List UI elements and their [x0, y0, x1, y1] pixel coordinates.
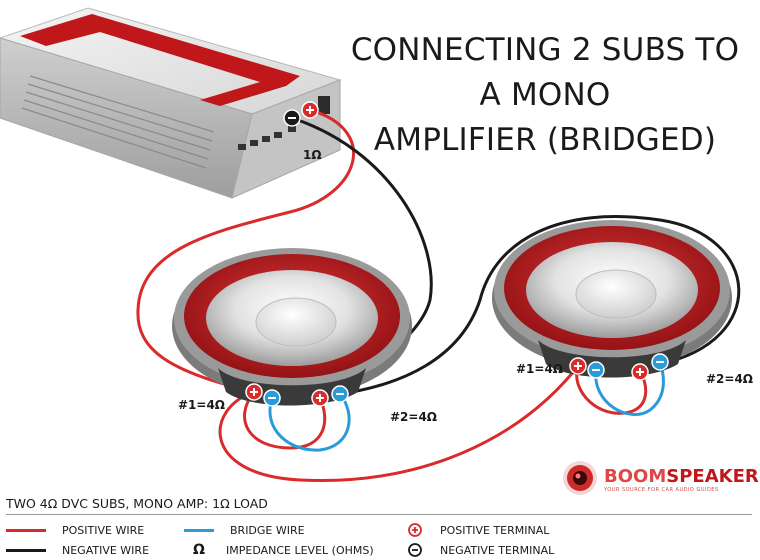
- bridge-wire-right-red: [575, 364, 648, 415]
- legend-negative-wire: NEGATIVE WIRE: [6, 542, 149, 558]
- legend-bridge-wire: BRIDGE WIRE: [184, 522, 305, 538]
- legend-impedance-label: IMPEDANCE LEVEL (OHMS): [226, 543, 374, 557]
- amp-load-label: 1Ω: [303, 148, 322, 162]
- subwoofer-left: [172, 248, 412, 406]
- caption: TWO 4Ω DVC SUBS, MONO AMP: 1Ω LOAD: [6, 496, 268, 511]
- bridge-wire-right-blue: [594, 360, 665, 416]
- minus-terminal-icon: [331, 385, 349, 403]
- positive-wire-swatch: [6, 528, 46, 532]
- brand-name: BOOMSPEAKER: [604, 466, 759, 487]
- legend-positive-wire-label: POSITIVE WIRE: [62, 523, 145, 537]
- legend-impedance: Ω IMPEDANCE LEVEL (OHMS): [188, 542, 374, 558]
- diagram-title: CONNECTING 2 SUBS TO A MONO AMPLIFIER (B…: [350, 28, 740, 163]
- legend-negative-terminal-label: NEGATIVE TERMINAL: [440, 543, 555, 557]
- positive-wire-left-to-right-sub: [218, 364, 580, 483]
- speaker-logo-icon: [563, 461, 597, 495]
- minus-terminal-icon: [283, 109, 301, 127]
- brand-name-part2: SPEAKER: [666, 466, 759, 487]
- left-sub-coil1-label: #1=4Ω: [178, 398, 226, 412]
- legend-negative-terminal: NEGATIVE TERMINAL: [408, 542, 554, 558]
- title-line-1: CONNECTING 2 SUBS TO: [350, 32, 740, 68]
- legend-divider: [6, 514, 752, 515]
- omega-icon: Ω: [193, 542, 205, 558]
- legend-negative-wire-label: NEGATIVE WIRE: [62, 543, 150, 557]
- bridge-wire-swatch: [184, 528, 214, 532]
- left-sub-coil2-label: #2=4Ω: [390, 410, 438, 424]
- amplifier-stripe: [20, 14, 300, 106]
- terminals: [245, 101, 669, 407]
- plus-terminal-icon: [245, 383, 263, 401]
- brand-name-part1: BOOM: [604, 466, 667, 487]
- brand-tagline: YOUR SOURCE FOR CAR AUDIO GUIDES: [604, 487, 719, 493]
- bridge-wire-left-red: [243, 390, 327, 450]
- plus-terminal-icon: [631, 363, 649, 381]
- legend: POSITIVE WIRE NEGATIVE WIRE BRIDGE WIRE …: [0, 520, 760, 560]
- negative-wire-swatch: [6, 548, 46, 552]
- title-line-3: AMPLIFIER (BRIDGED): [373, 122, 717, 158]
- legend-bridge-wire-label: BRIDGE WIRE: [230, 523, 305, 537]
- title-line-2: A MONO: [479, 77, 611, 113]
- minus-terminal-icon: [408, 543, 422, 557]
- amplifier-controls: [238, 96, 330, 150]
- right-sub-coil1-label: #1=4Ω: [516, 362, 564, 376]
- plus-terminal-icon: [301, 101, 319, 119]
- bridge-wire-left-blue: [268, 392, 351, 452]
- minus-terminal-icon: [651, 353, 669, 371]
- brand-logo: BOOMSPEAKER YOUR SOURCE FOR CAR AUDIO GU…: [558, 460, 759, 496]
- plus-terminal-icon: [408, 523, 422, 537]
- amplifier-fins: [21, 75, 215, 169]
- legend-positive-terminal: POSITIVE TERMINAL: [408, 522, 549, 538]
- legend-positive-terminal-label: POSITIVE TERMINAL: [440, 523, 550, 537]
- subwoofer-right: [492, 220, 732, 378]
- minus-terminal-icon: [587, 361, 605, 379]
- right-sub-coil2-label: #2=4Ω: [706, 372, 754, 386]
- amplifier: [0, 7, 342, 199]
- legend-positive-wire: POSITIVE WIRE: [6, 522, 144, 538]
- minus-terminal-icon: [263, 389, 281, 407]
- positive-wire-amp-to-left-sub: [136, 108, 355, 394]
- plus-terminal-icon: [569, 357, 587, 375]
- plus-terminal-icon: [311, 389, 329, 407]
- negative-wire-left-to-right-sub: [338, 215, 741, 396]
